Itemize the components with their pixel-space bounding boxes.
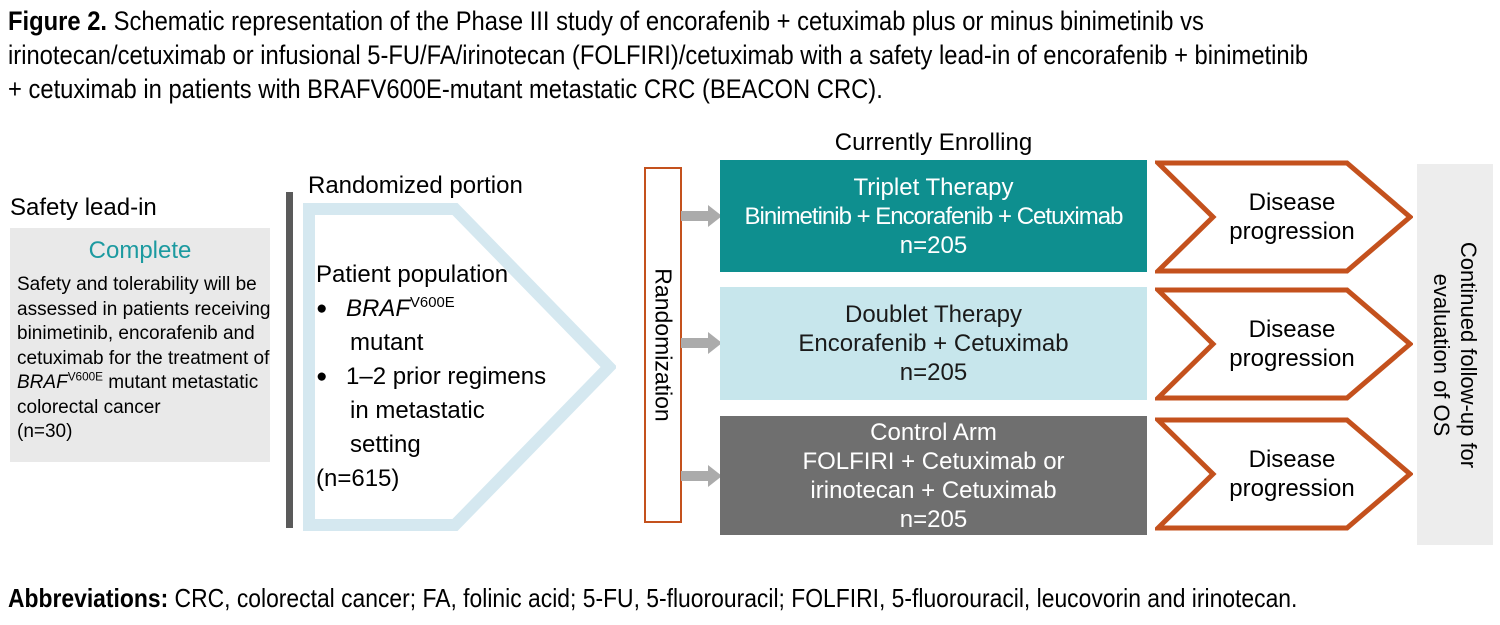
abbreviations-label: Abbreviations: [8, 583, 169, 613]
chevron-banner-shape [1155, 160, 1413, 274]
currently-enrolling-heading: Currently Enrolling [834, 129, 1033, 156]
disease-progression-arrow: Disease progression [1155, 160, 1413, 274]
safety-lead-in-heading: Safety lead-in [10, 194, 157, 221]
safety-n-count: (n=30) [17, 421, 73, 442]
bullet-icon: ● [316, 366, 328, 387]
doublet-therapy-arm-box: Doublet Therapy Encorafenib + Cetuximab … [720, 287, 1147, 400]
gene-name: BRAF [17, 372, 68, 393]
disease-progression-label: Disease progression [1229, 446, 1355, 502]
safety-description: Safety and tolerability will be assessed… [10, 273, 270, 445]
connector-arrow-icon [681, 465, 722, 487]
disease-progression-arrow: Disease progression [1155, 417, 1413, 531]
followup-panel: Continued follow-up for evaluation of OS [1417, 164, 1493, 545]
caption-line-1: Figure 2. Schematic representation of th… [8, 6, 1204, 36]
chevron-banner-shape [1155, 287, 1413, 401]
abbreviations-footnote: Abbreviations: CRC, colorectal cancer; F… [8, 583, 1298, 613]
caption-line-3: + cetuximab in patients with BRAFV600E-m… [8, 74, 883, 104]
disease-progression-label: Disease progression [1229, 189, 1355, 245]
randomization-label: Randomization [650, 268, 677, 422]
safety-status: Complete [88, 237, 192, 264]
connector-arrow-icon [681, 332, 722, 354]
bullet-icon: ● [316, 298, 328, 319]
population-bullet-1: ● BRAFV600E [316, 292, 546, 326]
patient-population-arrow-shape [303, 203, 616, 531]
figure-label: Figure 2. [8, 6, 108, 36]
connector-arrow-icon [681, 205, 722, 227]
figure-caption: Figure 2. Schematic representation of th… [8, 4, 1486, 106]
chevron-banner-shape [1155, 417, 1413, 531]
section-divider-bar [286, 192, 293, 528]
randomization-box: Randomization [644, 167, 682, 523]
population-title: Patient population [316, 261, 509, 288]
caption-line-2: irinotecan/cetuximab or infusional 5-FU/… [8, 40, 1309, 70]
population-n-count: (n=615) [316, 465, 400, 492]
gene-mutation-superscript: V600E [67, 370, 104, 384]
disease-progression-label: Disease progression [1229, 316, 1355, 372]
triplet-therapy-arm-box: Triplet Therapy Binimetinib + Encorafeni… [720, 160, 1147, 272]
population-bullet-2: ●1–2 prior regimens [316, 360, 546, 394]
disease-progression-arrow: Disease progression [1155, 287, 1413, 401]
followup-label: Continued follow-up for evaluation of OS [1429, 241, 1481, 468]
randomized-portion-heading: Randomized portion [308, 172, 523, 199]
control-arm-box: Control Arm FOLFIRI + Cetuximab or irino… [720, 416, 1147, 535]
safety-lead-in-box: Complete Safety and tolerability will be… [10, 228, 270, 462]
patient-population-content: Patient population ●BRAFV600E mutant ●1–… [316, 258, 546, 496]
gene-name: BRAF [346, 295, 411, 322]
gene-mutation-superscript: V600E [410, 295, 455, 311]
